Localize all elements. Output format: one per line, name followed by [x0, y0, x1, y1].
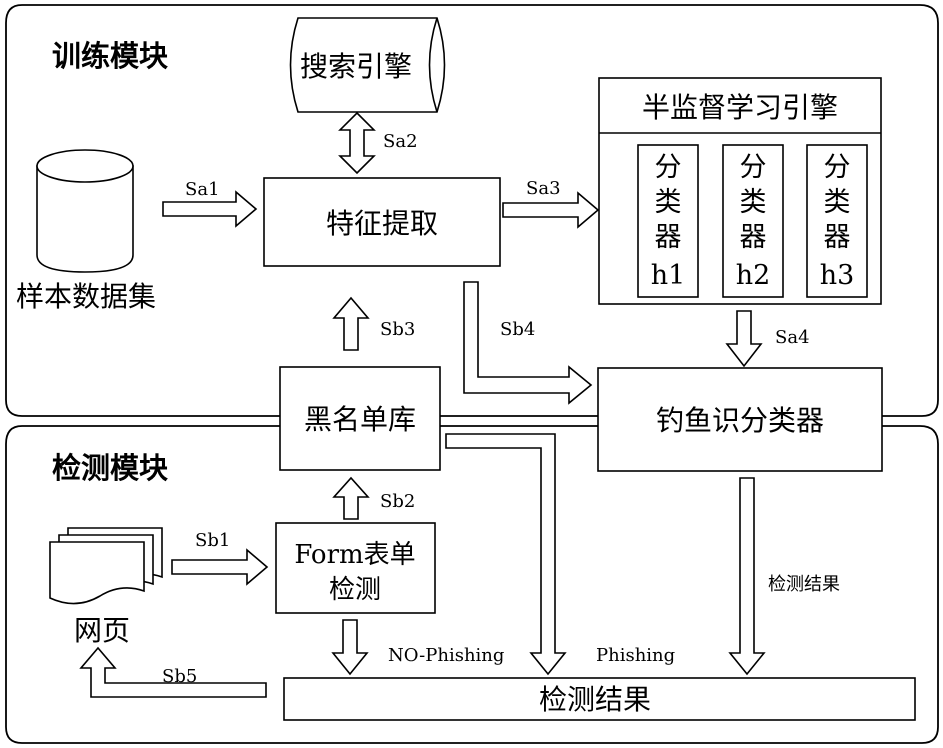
sample-dataset-node: 样本数据集 — [16, 150, 156, 313]
no-phishing-label: NO-Phishing — [388, 645, 504, 666]
sa3-arrow: Sa3 — [503, 178, 598, 227]
classifier-char: 类 — [740, 187, 767, 218]
sb2-arrow: Sb2 — [334, 478, 415, 519]
sa2-arrow: Sa2 — [340, 113, 418, 173]
sb1-arrow: Sb1 — [172, 530, 267, 584]
classifier-char: 分 — [824, 152, 851, 183]
sa1-label: Sa1 — [185, 179, 220, 200]
sb1-label: Sb1 — [195, 530, 230, 551]
classifier-h3: 分 类 器 h3 — [807, 145, 867, 297]
feature-extraction-label: 特征提取 — [326, 207, 438, 240]
classifier-result-arrow: 检测结果 — [730, 478, 840, 674]
classifier-id: h1 — [651, 260, 686, 291]
detection-module-title: 检测模块 — [52, 451, 168, 485]
sa1-arrow: Sa1 — [163, 179, 256, 226]
blacklist-label: 黑名单库 — [304, 403, 416, 436]
classifier-id: h3 — [820, 260, 855, 291]
sa4-label: Sa4 — [775, 327, 810, 348]
classifier-char: 器 — [824, 222, 851, 253]
detection-result-node: 检测结果 — [284, 678, 915, 720]
phishing-classifier-node: 钓鱼识分类器 — [598, 368, 882, 471]
sb5-label: Sb5 — [162, 666, 197, 687]
detection-result-label: 检测结果 — [539, 683, 651, 716]
webpage-label: 网页 — [74, 614, 130, 647]
no-phishing-arrow: NO-Phishing — [333, 620, 504, 674]
sb3-label: Sb3 — [380, 319, 415, 340]
sample-dataset-label: 样本数据集 — [16, 280, 156, 313]
form-detection-label-2: 检测 — [329, 575, 381, 605]
classifier-h2: 分 类 器 h2 — [723, 145, 783, 297]
search-engine-label: 搜索引擎 — [300, 50, 412, 83]
form-detection-node: Form表单 检测 — [276, 523, 435, 613]
form-detection-label-1: Form表单 — [294, 540, 415, 570]
sb4-arrow: Sb4 — [464, 282, 591, 403]
classifier-char: 器 — [740, 222, 767, 253]
classifier-char: 类 — [824, 187, 851, 218]
sb5-arrow: Sb5 — [81, 648, 266, 697]
phishing-label: Phishing — [596, 645, 675, 666]
semi-supervised-label: 半监督学习引擎 — [642, 91, 838, 124]
classifier-char: 分 — [740, 152, 767, 183]
classifier-result-label: 检测结果 — [768, 574, 840, 595]
sb4-label: Sb4 — [500, 319, 535, 340]
classifier-h1: 分 类 器 h1 — [638, 145, 698, 297]
sb2-label: Sb2 — [380, 491, 415, 512]
sa3-label: Sa3 — [526, 178, 561, 199]
sa2-label: Sa2 — [383, 131, 418, 152]
phishing-classifier-label: 钓鱼识分类器 — [656, 404, 824, 437]
semi-supervised-engine-node: 半监督学习引擎 分 类 器 h1 分 类 器 h2 分 类 器 h3 — [599, 78, 881, 304]
webpage-node: 网页 — [50, 528, 162, 647]
search-engine-node: 搜索引擎 — [291, 18, 445, 112]
blacklist-node: 黑名单库 — [280, 367, 440, 470]
sb3-arrow: Sb3 — [334, 298, 415, 350]
classifier-char: 器 — [655, 222, 682, 253]
training-module-title: 训练模块 — [52, 39, 168, 73]
classifier-char: 分 — [655, 152, 682, 183]
classifier-char: 类 — [655, 187, 682, 218]
sa4-arrow: Sa4 — [727, 311, 810, 366]
classifier-id: h2 — [736, 260, 771, 291]
feature-extraction-node: 特征提取 — [264, 178, 500, 266]
